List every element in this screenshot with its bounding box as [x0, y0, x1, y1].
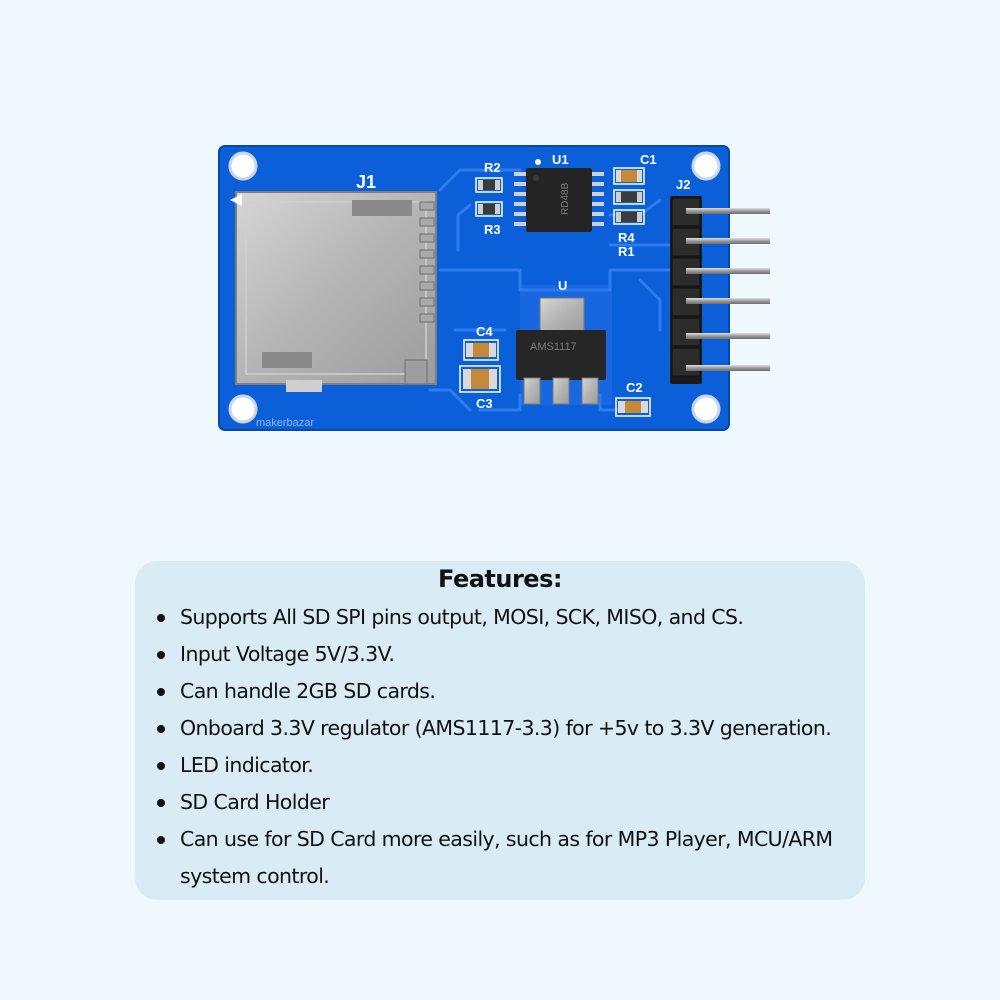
capacitor-c3 — [459, 365, 501, 393]
features-panel: Features: Supports All SD SPI pins outpu… — [135, 561, 865, 900]
bullet-icon — [157, 799, 165, 807]
list-item: Onboard 3.3V regulator (AMS1117-3.3) for… — [157, 710, 863, 747]
label-c2: C2 — [626, 380, 643, 395]
bullet-icon — [157, 725, 165, 733]
feature-text: Can handle 2GB SD cards. — [180, 679, 436, 703]
label-r2: R2 — [484, 160, 501, 175]
regulator-u: AMS1117 — [516, 285, 612, 405]
sd-card-module-photo: J1 RD48B U1 R2 R3 — [218, 145, 770, 431]
chip-u-marking: AMS1117 — [530, 341, 577, 353]
label-u1: U1 — [552, 152, 569, 167]
bullet-icon — [157, 651, 165, 659]
pin-header-j2 — [670, 196, 770, 384]
capacitor-c1 — [613, 167, 645, 185]
bullet-icon — [157, 836, 165, 844]
list-item: SD Card Holder — [157, 784, 863, 821]
sd-card-holder — [235, 191, 437, 392]
label-c1: C1 — [640, 152, 657, 167]
resistor-r3 — [475, 201, 503, 217]
features-list: Supports All SD SPI pins output, MOSI, S… — [157, 599, 863, 895]
mounting-holes — [228, 151, 721, 424]
feature-text: Onboard 3.3V regulator (AMS1117-3.3) for… — [180, 716, 832, 740]
resistor-r2 — [475, 177, 503, 193]
list-item: Can use for SD Card more easily, such as… — [157, 821, 863, 895]
bullet-icon — [157, 614, 165, 622]
chip-u1: RD48B — [514, 168, 604, 232]
bullet-icon — [157, 762, 165, 770]
capacitor-c2 — [615, 397, 651, 417]
feature-text: LED indicator. — [180, 753, 314, 777]
list-item: Input Voltage 5V/3.3V. — [157, 636, 863, 673]
list-item: Supports All SD SPI pins output, MOSI, S… — [157, 599, 863, 636]
label-r1: R1 — [618, 244, 635, 259]
pcb-traces — [428, 168, 672, 412]
chip-u1-marking: RD48B — [560, 182, 571, 215]
feature-text: Supports All SD SPI pins output, MOSI, S… — [180, 605, 744, 629]
label-r3: R3 — [484, 222, 501, 237]
feature-text: Can use for SD Card more easily, such as… — [180, 827, 833, 888]
label-j1: J1 — [356, 172, 376, 192]
list-item: LED indicator. — [157, 747, 863, 784]
label-r4: R4 — [618, 230, 635, 245]
resistor-r4 — [613, 189, 645, 205]
label-c3: C3 — [476, 396, 493, 411]
label-c4: C4 — [476, 324, 493, 339]
features-title: Features: — [438, 565, 562, 593]
feature-text: SD Card Holder — [180, 790, 330, 814]
resistor-r1 — [613, 209, 645, 225]
label-j2: J2 — [676, 177, 690, 192]
capacitor-c4 — [463, 339, 499, 361]
label-u: U — [558, 278, 567, 293]
feature-text: Input Voltage 5V/3.3V. — [180, 642, 395, 666]
list-item: Can handle 2GB SD cards. — [157, 673, 863, 710]
watermark: makerbazar — [256, 417, 314, 429]
bullet-icon — [157, 688, 165, 696]
pin1-arrow-icon — [230, 194, 242, 206]
